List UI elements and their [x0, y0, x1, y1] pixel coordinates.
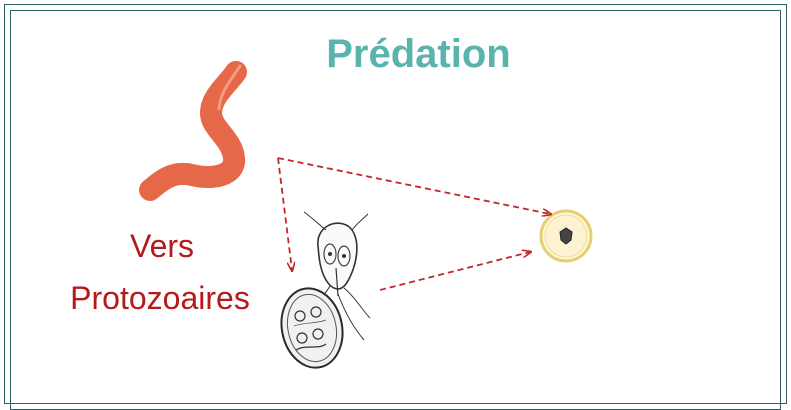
- egg-icon: [541, 211, 591, 261]
- predation-diagram: [0, 0, 791, 396]
- arrow-worm-to-protozoa: [278, 158, 292, 270]
- label-vers: Vers: [112, 226, 212, 266]
- slide: Prédation: [0, 0, 791, 396]
- arrow-protozoa-to-egg: [380, 252, 530, 290]
- worm-icon: [150, 66, 240, 190]
- arrow-worm-to-egg: [278, 158, 550, 214]
- label-protozoaires: Protozoaires: [40, 278, 280, 318]
